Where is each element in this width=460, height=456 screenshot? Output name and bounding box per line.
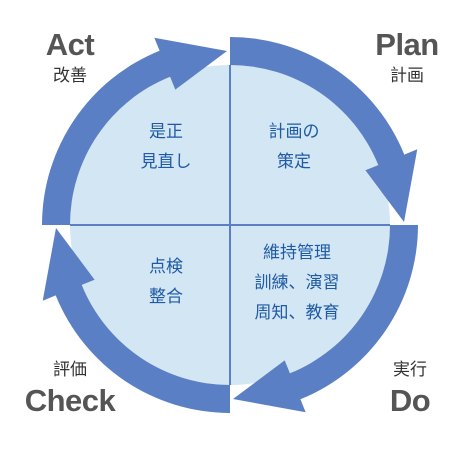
quadrant-bottom-left — [70, 225, 230, 385]
quadrant-line: 点検 — [149, 257, 183, 277]
phase-check: 評価 Check — [10, 360, 130, 418]
phase-plan-subtitle: 計画 — [390, 66, 424, 86]
arrow-do-to-check — [233, 225, 418, 413]
quadrant-line: 訓練、演習 — [255, 273, 340, 293]
arrow-check-to-act — [42, 228, 231, 413]
quadrant-line: 整合 — [149, 287, 183, 307]
phase-act-title: Act — [45, 27, 95, 62]
quadrant-line: 維持管理 — [263, 243, 331, 263]
quadrant-line: 見直し — [141, 152, 192, 172]
quadrant-line: 策定 — [277, 152, 311, 172]
quadrant-line: 計画の — [269, 122, 320, 142]
quadrant-top-left — [70, 65, 230, 225]
phase-act-subtitle: 改善 — [53, 66, 87, 86]
phase-check-title: Check — [24, 383, 116, 418]
quadrant-top-right — [230, 65, 390, 225]
arrow-plan-to-do — [230, 37, 418, 222]
arrow-act-to-plan — [42, 37, 227, 226]
phase-act: Act 改善 — [30, 27, 110, 87]
phase-do-subtitle: 実行 — [393, 360, 427, 380]
phase-do: 実行 Do — [370, 360, 450, 418]
phase-plan-title: Plan — [375, 27, 439, 62]
phase-check-subtitle: 評価 — [53, 360, 87, 380]
quadrant-line: 周知、教育 — [255, 303, 340, 323]
phase-plan: Plan 計画 — [362, 27, 452, 87]
quadrant-line: 是正 — [149, 122, 183, 142]
phase-do-title: Do — [389, 383, 431, 418]
quadrant-bottom-right — [230, 225, 390, 385]
